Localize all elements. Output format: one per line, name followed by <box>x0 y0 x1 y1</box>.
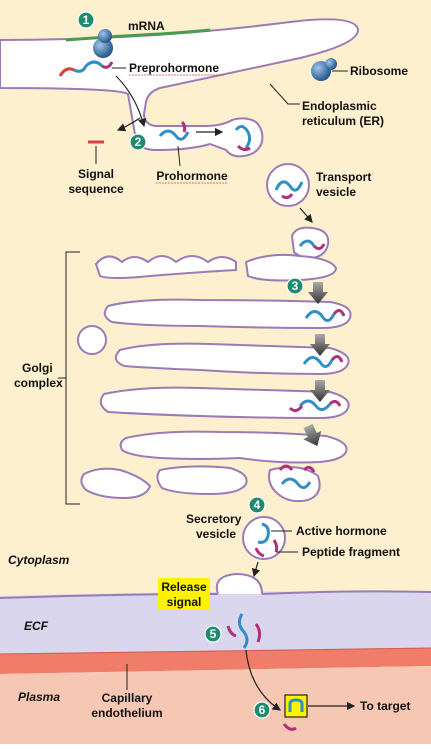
golgi-fragment-4 <box>278 464 316 473</box>
release-signal-box <box>158 578 210 610</box>
golgi-hormone-1 <box>304 310 336 322</box>
endothelium-edge <box>0 647 431 655</box>
golgi-fragment-2 <box>330 355 344 363</box>
svg-text:4: 4 <box>254 498 261 512</box>
golgi-cisterna-1b <box>244 253 338 282</box>
preprohormone-signal-segment <box>58 67 75 77</box>
label-signal-1: Signal <box>78 167 114 181</box>
label-preprohormone: Preprohormone <box>129 61 219 75</box>
label-golgi-2: complex <box>14 376 63 390</box>
golgi-bud-top-fragment <box>312 243 326 251</box>
cell-membrane-right <box>261 590 431 595</box>
mrna-strand <box>65 28 211 42</box>
golgi-hormone-3 <box>298 399 332 411</box>
label-transport-1: Transport <box>316 170 371 184</box>
prohormone-in-bud-fragment <box>236 144 251 152</box>
label-er-1: Endoplasmic <box>302 99 377 113</box>
golgi-cisterna-5 <box>119 430 348 464</box>
svg-text:6: 6 <box>259 703 266 717</box>
label-release-1: Release <box>161 580 207 594</box>
step-badge-5: 5 <box>204 625 222 643</box>
signal-release-arrow <box>116 117 141 132</box>
svg-text:3: 3 <box>292 279 299 293</box>
golgi-processing-arrow-3 <box>310 380 330 402</box>
step-badge-2: 2 <box>129 133 147 151</box>
golgi-hormone-4 <box>280 477 312 489</box>
prohormone-molecule <box>158 129 190 141</box>
ribosome-top-icon <box>325 58 337 70</box>
secretory-vesicle <box>242 516 286 560</box>
label-transport-2: vesicle <box>316 185 356 199</box>
label-capillary-1: Capillary <box>102 691 153 705</box>
prohormone-in-bud <box>234 125 252 149</box>
golgi-cisterna-2 <box>103 298 352 330</box>
ecf-peptide-fragment <box>226 623 262 643</box>
label-capillary-2: endothelium <box>91 706 162 720</box>
golgi-cisterna-1 <box>94 255 237 279</box>
label-ecf: ECF <box>24 619 49 633</box>
preprohormone-molecule <box>73 60 104 73</box>
label-to-target: To target <box>360 699 410 713</box>
label-peptide-fragment: Peptide fragment <box>302 545 400 559</box>
prohormone-fragment-piece <box>180 120 187 133</box>
preprohormone-tail <box>101 61 114 69</box>
golgi-processing-arrow-1 <box>308 282 328 304</box>
golgi-bud-top-hormone <box>298 239 316 247</box>
label-plasma: Plasma <box>18 690 60 704</box>
plasma-peptide-fragment <box>282 723 297 731</box>
label-release-2: signal <box>167 595 202 609</box>
svg-text:2: 2 <box>135 135 142 149</box>
golgi-vesicle-left-1 <box>77 325 107 355</box>
label-active-hormone: Active hormone <box>296 524 387 538</box>
ribosome-on-mrna-top-icon <box>98 29 112 43</box>
svg-text:5: 5 <box>210 627 217 641</box>
transport-vesicle-fragment <box>281 193 294 200</box>
exocytosis-vesicle <box>215 572 263 595</box>
label-mrna: mRNA <box>128 19 165 33</box>
plasma-hormone <box>288 698 304 712</box>
transport-vesicle-hormone <box>274 180 304 192</box>
golgi-fragment-1 <box>332 309 346 317</box>
label-prohormone: Prohormone <box>156 169 228 183</box>
golgi-fragment-3 <box>288 399 342 413</box>
label-ribosome: Ribosome <box>350 64 408 78</box>
label-secretory-2: vesicle <box>196 527 236 541</box>
capillary-endothelium <box>0 648 431 674</box>
step-badge-6: 6 <box>253 701 271 719</box>
label-golgi-1: Golgi <box>22 361 53 375</box>
golgi-processing-arrow-2 <box>310 334 330 356</box>
hormone-to-plasma-arrow <box>245 649 281 711</box>
plasma-region <box>0 666 431 744</box>
secretory-active-hormone <box>257 522 270 544</box>
secretory-to-membrane-arrow <box>251 561 261 578</box>
step-badge-3: 3 <box>286 277 304 295</box>
label-secretory-1: Secretory <box>186 512 242 526</box>
golgi-cisterna-3 <box>114 342 350 376</box>
endoplasmic-reticulum <box>0 18 360 158</box>
ecf-region <box>0 591 431 654</box>
label-cytoplasm: Cytoplasm <box>8 553 70 567</box>
step-badge-4: 4 <box>248 496 266 514</box>
step-badge-1: 1 <box>77 11 95 29</box>
golgi-hormone-2 <box>302 356 334 368</box>
golgi-fragment-bottom-mid <box>156 465 248 496</box>
ecf-active-hormone <box>237 613 249 649</box>
secretory-peptide-fragment <box>254 539 279 558</box>
plasma-hormone-box <box>284 694 308 718</box>
prohormone-pointer <box>177 145 181 167</box>
svg-text:1: 1 <box>83 13 90 27</box>
label-signal-2: sequence <box>68 182 124 196</box>
golgi-cisterna-4 <box>99 386 350 420</box>
vesicle-to-golgi-arrow <box>299 207 313 223</box>
ribosome-on-mrna-icon <box>93 38 113 58</box>
er-pointer <box>269 83 300 105</box>
cleavage-arrow <box>115 75 147 128</box>
label-er-2: reticulum (ER) <box>302 114 384 128</box>
golgi-processing-arrow-4 <box>303 423 322 446</box>
golgi-fragment-bottom-left <box>80 467 152 500</box>
